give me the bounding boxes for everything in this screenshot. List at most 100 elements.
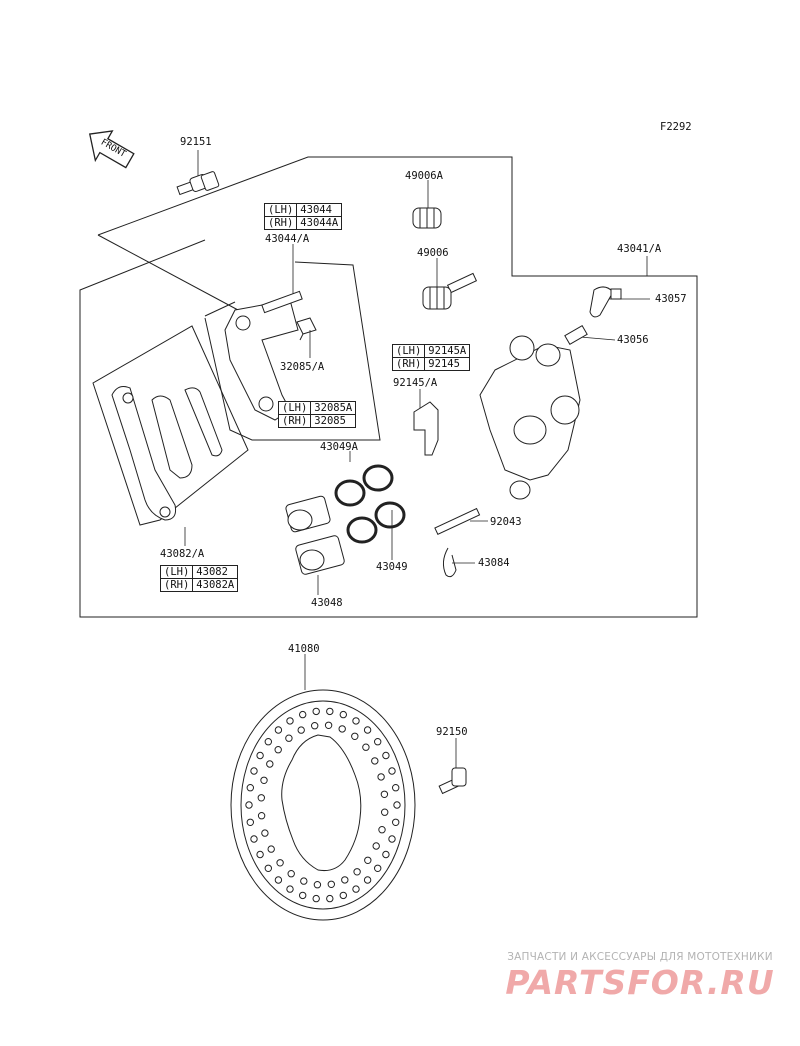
- disc-hole: [266, 760, 274, 768]
- disc-hole: [363, 726, 372, 734]
- part-label-43084[interactable]: 43084: [478, 557, 510, 569]
- disc-hole: [324, 721, 333, 729]
- disc-hole: [299, 710, 307, 719]
- part-label-43044A[interactable]: 43044/A: [265, 233, 310, 245]
- disc-hole: [260, 776, 268, 784]
- disc-hole: [250, 835, 258, 843]
- bolt-92150: [438, 767, 467, 795]
- variant-table-43044: (LH)43044 (RH)43044A: [263, 203, 343, 230]
- disc-hole: [246, 818, 255, 826]
- disc-hole: [351, 732, 359, 740]
- table-row: (RH)43044A: [263, 216, 343, 230]
- frame-diagonal: [97, 234, 239, 311]
- bracket-box: [204, 261, 381, 441]
- table-row: (RH)43082A: [159, 578, 239, 592]
- disc-hole: [352, 717, 360, 725]
- part-label-92151[interactable]: 92151: [180, 136, 212, 148]
- disc-hole: [380, 790, 389, 798]
- part-label-32085A[interactable]: 32085/A: [280, 361, 325, 373]
- part-cell[interactable]: 32085A: [310, 401, 357, 415]
- disc-hole: [285, 734, 293, 742]
- disc-hole: [372, 842, 380, 850]
- part-label-43041A[interactable]: 43041/A: [617, 243, 662, 255]
- disc-hole: [297, 726, 305, 734]
- part-label-49006[interactable]: 49006: [417, 247, 449, 259]
- part-label-41080[interactable]: 41080: [288, 643, 320, 655]
- disc-hole: [341, 876, 349, 884]
- part-cell[interactable]: 43082: [192, 565, 239, 579]
- part-label-43048[interactable]: 43048: [311, 597, 343, 609]
- side-cell: (LH): [263, 203, 298, 217]
- variant-table-43082: (LH)43082 (RH)43082A: [159, 565, 239, 592]
- side-cell: (LH): [391, 344, 426, 358]
- clip-43084: [442, 547, 457, 578]
- disc-hole: [392, 784, 400, 792]
- part-cell[interactable]: 92145: [424, 357, 471, 371]
- variant-table-32085: (LH)32085A (RH)32085: [277, 401, 357, 428]
- part-label-43082A[interactable]: 43082/A: [160, 548, 205, 560]
- part-cell[interactable]: 92145A: [424, 344, 471, 358]
- assembly-frame: [79, 156, 698, 618]
- front-arrow-icon: [88, 130, 135, 169]
- table-row: (LH)92145A: [391, 344, 471, 358]
- disc-hole: [286, 717, 294, 725]
- seals-43049A: [334, 464, 406, 544]
- side-cell: (LH): [159, 565, 194, 579]
- disc-hole: [371, 757, 379, 765]
- table-row: (RH)92145: [391, 357, 471, 371]
- disc-hole: [338, 725, 346, 733]
- table-row: (LH)43044: [263, 203, 343, 217]
- disc-hole: [313, 881, 322, 889]
- side-cell: (RH): [391, 357, 426, 371]
- pin-92043: [434, 507, 481, 536]
- disc-hole: [276, 859, 284, 867]
- part-label-43056[interactable]: 43056: [617, 334, 649, 346]
- disc-hole: [377, 773, 385, 781]
- disc-hole: [274, 726, 283, 734]
- disc-hole: [311, 722, 319, 730]
- part-label-43049[interactable]: 43049: [376, 561, 408, 573]
- part-cell[interactable]: 43044A: [296, 216, 343, 230]
- side-cell: (RH): [277, 414, 312, 428]
- part-label-43057[interactable]: 43057: [655, 293, 687, 305]
- diagram-code: F2292: [660, 121, 692, 133]
- side-cell: (RH): [263, 216, 298, 230]
- part-cell[interactable]: 43082A: [192, 578, 239, 592]
- disc-hole: [352, 885, 360, 893]
- disc-hole: [392, 818, 400, 826]
- bolt-92151: [176, 171, 220, 196]
- disc-hole: [261, 829, 269, 837]
- part-label-92043[interactable]: 92043: [490, 516, 522, 528]
- disc-hole: [257, 812, 266, 820]
- part-cell[interactable]: 32085: [310, 414, 357, 428]
- variant-table-92145: (LH)92145A (RH)92145: [391, 344, 471, 371]
- disc-hole: [287, 870, 295, 878]
- disc-hole: [267, 845, 275, 853]
- disc-hole: [264, 864, 272, 872]
- disc-hole: [299, 891, 307, 900]
- disc-holes: [245, 707, 401, 903]
- disc-hole: [245, 801, 253, 809]
- disc-hole: [382, 850, 390, 859]
- table-row: (LH)32085A: [277, 401, 357, 415]
- disc-hole: [257, 794, 265, 802]
- brake-disc: [230, 689, 416, 921]
- disc-hole: [393, 801, 401, 809]
- part-label-49006A[interactable]: 49006A: [405, 170, 443, 182]
- table-row: (RH)32085: [277, 414, 357, 428]
- disc-hole: [326, 894, 334, 903]
- part-label-92150[interactable]: 92150: [436, 726, 468, 738]
- disc-hole: [378, 826, 386, 834]
- part-label-92145A[interactable]: 92145/A: [393, 377, 438, 389]
- disc-hole: [382, 751, 390, 760]
- disc-hole: [264, 738, 272, 746]
- disc-hole: [363, 876, 372, 884]
- part-label-43049A[interactable]: 43049A: [320, 441, 358, 453]
- part-cell[interactable]: 43044: [296, 203, 343, 217]
- disc-hole: [312, 894, 320, 903]
- disc-hole: [388, 835, 396, 843]
- boot-49006A: [412, 207, 442, 229]
- pad-frame: [92, 325, 249, 526]
- watermark-tagline: ЗАПЧАСТИ И АКСЕССУАРЫ ДЛЯ МОТОТЕХНИКИ: [507, 951, 773, 963]
